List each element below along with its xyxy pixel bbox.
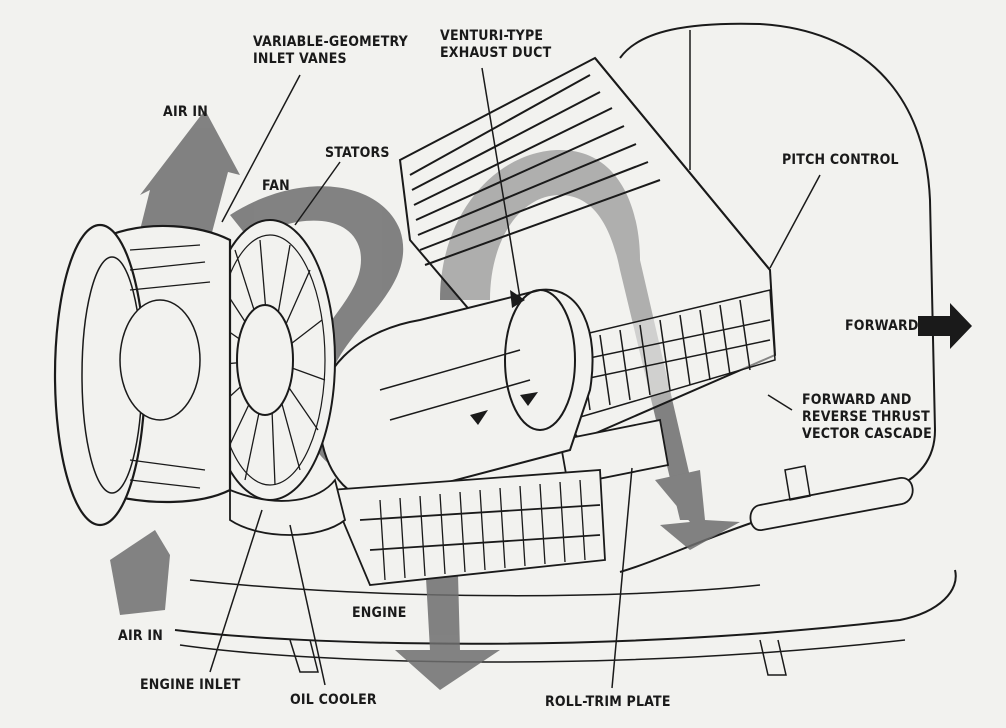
engine-inlet-bellmouth [53, 223, 232, 527]
exhaust-loop-flow [440, 150, 700, 520]
landing-skid-rail [174, 569, 957, 645]
skid-strut-right [759, 639, 787, 676]
forward-arrow [918, 303, 972, 349]
leader-oil-cooler [289, 524, 326, 686]
label-line: EXHAUST DUCT [440, 45, 552, 61]
label-pitch-control: PITCH CONTROL [782, 152, 899, 168]
label-line: REVERSE THRUST [802, 409, 930, 425]
label-engine-inlet: ENGINE INLET [140, 677, 241, 693]
vehicle-body-outline [619, 22, 937, 573]
label-oil-cooler: OIL COOLER [290, 692, 377, 708]
flow-direction-arrows [470, 290, 538, 425]
landing-skid-rail-lower [179, 639, 906, 663]
side-tube [749, 477, 914, 531]
engine-block [328, 469, 606, 586]
floor-line [189, 579, 761, 597]
label-roll-trim-plate: ROLL-TRIM PLATE [545, 694, 671, 710]
side-tube-bracket [784, 465, 811, 501]
label-line: VECTOR CASCADE [802, 426, 932, 442]
leader-cascade [767, 394, 793, 411]
air-in-bottom-arrow [110, 530, 170, 615]
label-air-in-bottom: AIR IN [118, 628, 163, 644]
label-line: VARIABLE-GEOMETRY [253, 34, 408, 50]
roll-trim-plate [558, 418, 670, 487]
label-fan: FAN [262, 178, 290, 194]
leader-inlet-vanes [221, 74, 301, 223]
label-line: FORWARD AND [802, 392, 912, 408]
leader-roll-trim [611, 467, 633, 689]
leader-stators [294, 161, 341, 226]
right-down-flow-arrow [655, 470, 740, 550]
leader-pitch-control [769, 174, 821, 269]
label-engine: ENGINE [352, 605, 407, 621]
skid-strut-left [289, 639, 319, 673]
label-line: INLET VANES [253, 51, 347, 67]
leader-exhaust-duct [481, 67, 521, 299]
engine-core [317, 288, 594, 502]
label-air-in-top: AIR IN [163, 104, 208, 120]
label-forward: FORWARD [845, 318, 919, 334]
label-stators: STATORS [325, 145, 390, 161]
label-variable-geometry-inlet-vanes: VARIABLE-GEOMETRY INLET VANES [253, 34, 408, 68]
label-line: VENTURI-TYPE [440, 28, 544, 44]
leader-engine-inlet [209, 509, 263, 673]
label-leader-lines [209, 67, 821, 689]
fan-housing [204, 219, 336, 501]
label-forward-and-reverse-thrust-vector-cascade: FORWARD AND REVERSE THRUST VECTOR CASCAD… [802, 392, 932, 443]
label-venturi-type-exhaust-duct: VENTURI-TYPE EXHAUST DUCT [440, 28, 551, 62]
